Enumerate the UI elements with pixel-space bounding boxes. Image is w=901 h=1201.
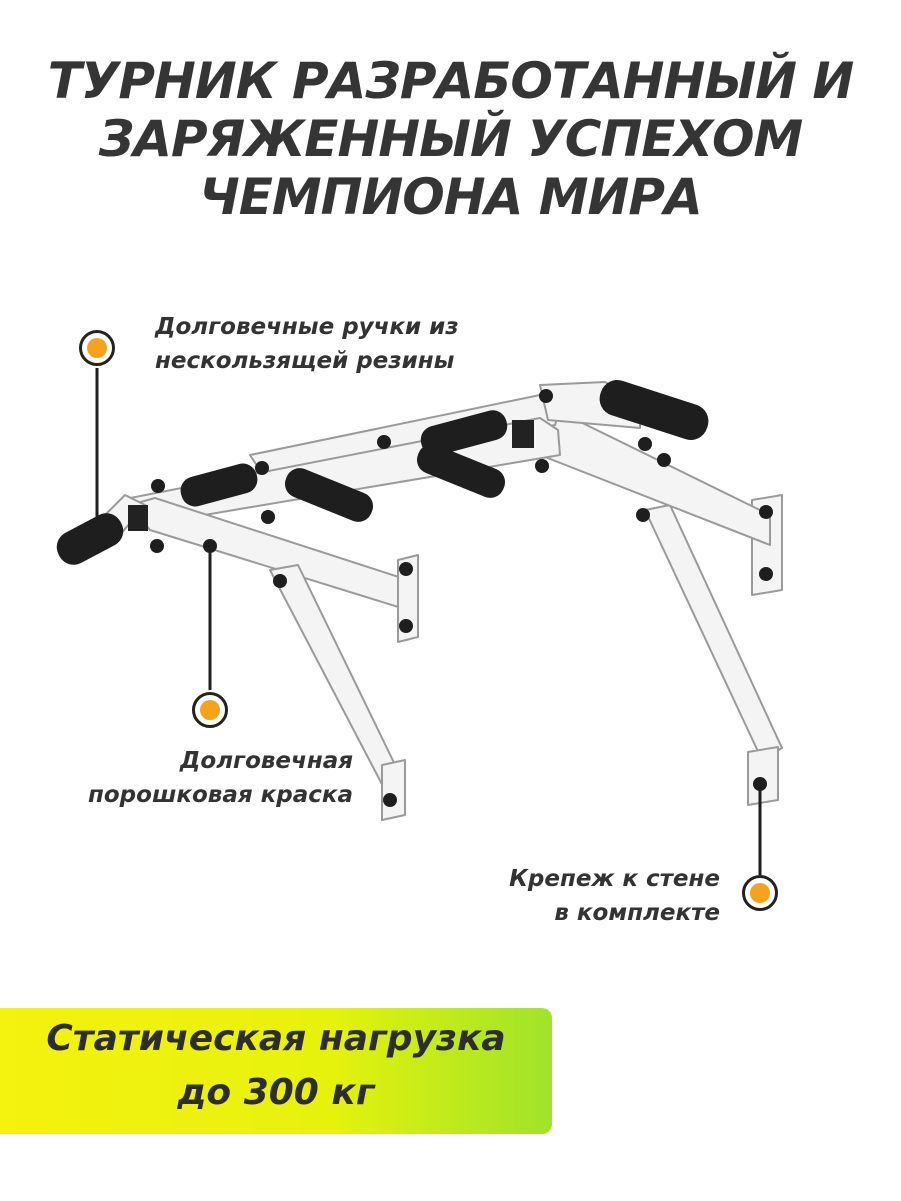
- grips-marker-icon: [79, 330, 115, 366]
- paint-callout-line-2: порошковая краска: [87, 782, 353, 808]
- left-bottom-wall-plate: [381, 759, 406, 821]
- grip-parallel-1: [284, 468, 374, 522]
- grips-callout-line-1: Долговечные ручки из: [155, 314, 459, 340]
- grips-callout-line-2: нескользящей резины: [155, 348, 455, 374]
- paint-callout: Долговечная порошковая краска: [60, 744, 353, 812]
- mount-callout-line-1: Крепеж к стене: [509, 866, 720, 892]
- paint-marker-icon: [192, 692, 228, 728]
- load-banner-text: Статическая нагрузка до 300 кг: [0, 1012, 552, 1120]
- grips-callout: Долговечные ручки из нескользящей резины: [155, 310, 459, 378]
- mount-callout-line-2: в комплекте: [554, 900, 720, 926]
- headline-line-3: ЧЕМПИОНА МИРА: [199, 168, 702, 226]
- load-banner-line-2: до 300 кг: [177, 1072, 375, 1113]
- grip-top-middle: [420, 410, 508, 456]
- grip-front-left: [56, 513, 124, 565]
- load-banner-line-1: Статическая нагрузка: [46, 1018, 506, 1059]
- headline-line-1: ТУРНИК РАЗРАБОТАННЫЙ И: [47, 52, 855, 110]
- paint-callout-line-1: Долговечная: [179, 748, 353, 774]
- mount-callout: Крепеж к стене в комплекте: [430, 862, 720, 930]
- mount-marker-icon: [742, 875, 778, 911]
- product-headline: ТУРНИК РАЗРАБОТАННЫЙ И ЗАРЯЖЕННЫЙ УСПЕХО…: [0, 52, 901, 226]
- right-bottom-wall-plate: [747, 746, 779, 806]
- headline-line-2: ЗАРЯЖЕННЫЙ УСПЕХОМ: [98, 110, 804, 168]
- grip-rear-right: [599, 379, 709, 441]
- right-diagonal-brace: [644, 504, 783, 761]
- grip-front-middle: [180, 463, 258, 507]
- grip-parallel-2: [416, 444, 506, 498]
- load-banner: [0, 1008, 552, 1134]
